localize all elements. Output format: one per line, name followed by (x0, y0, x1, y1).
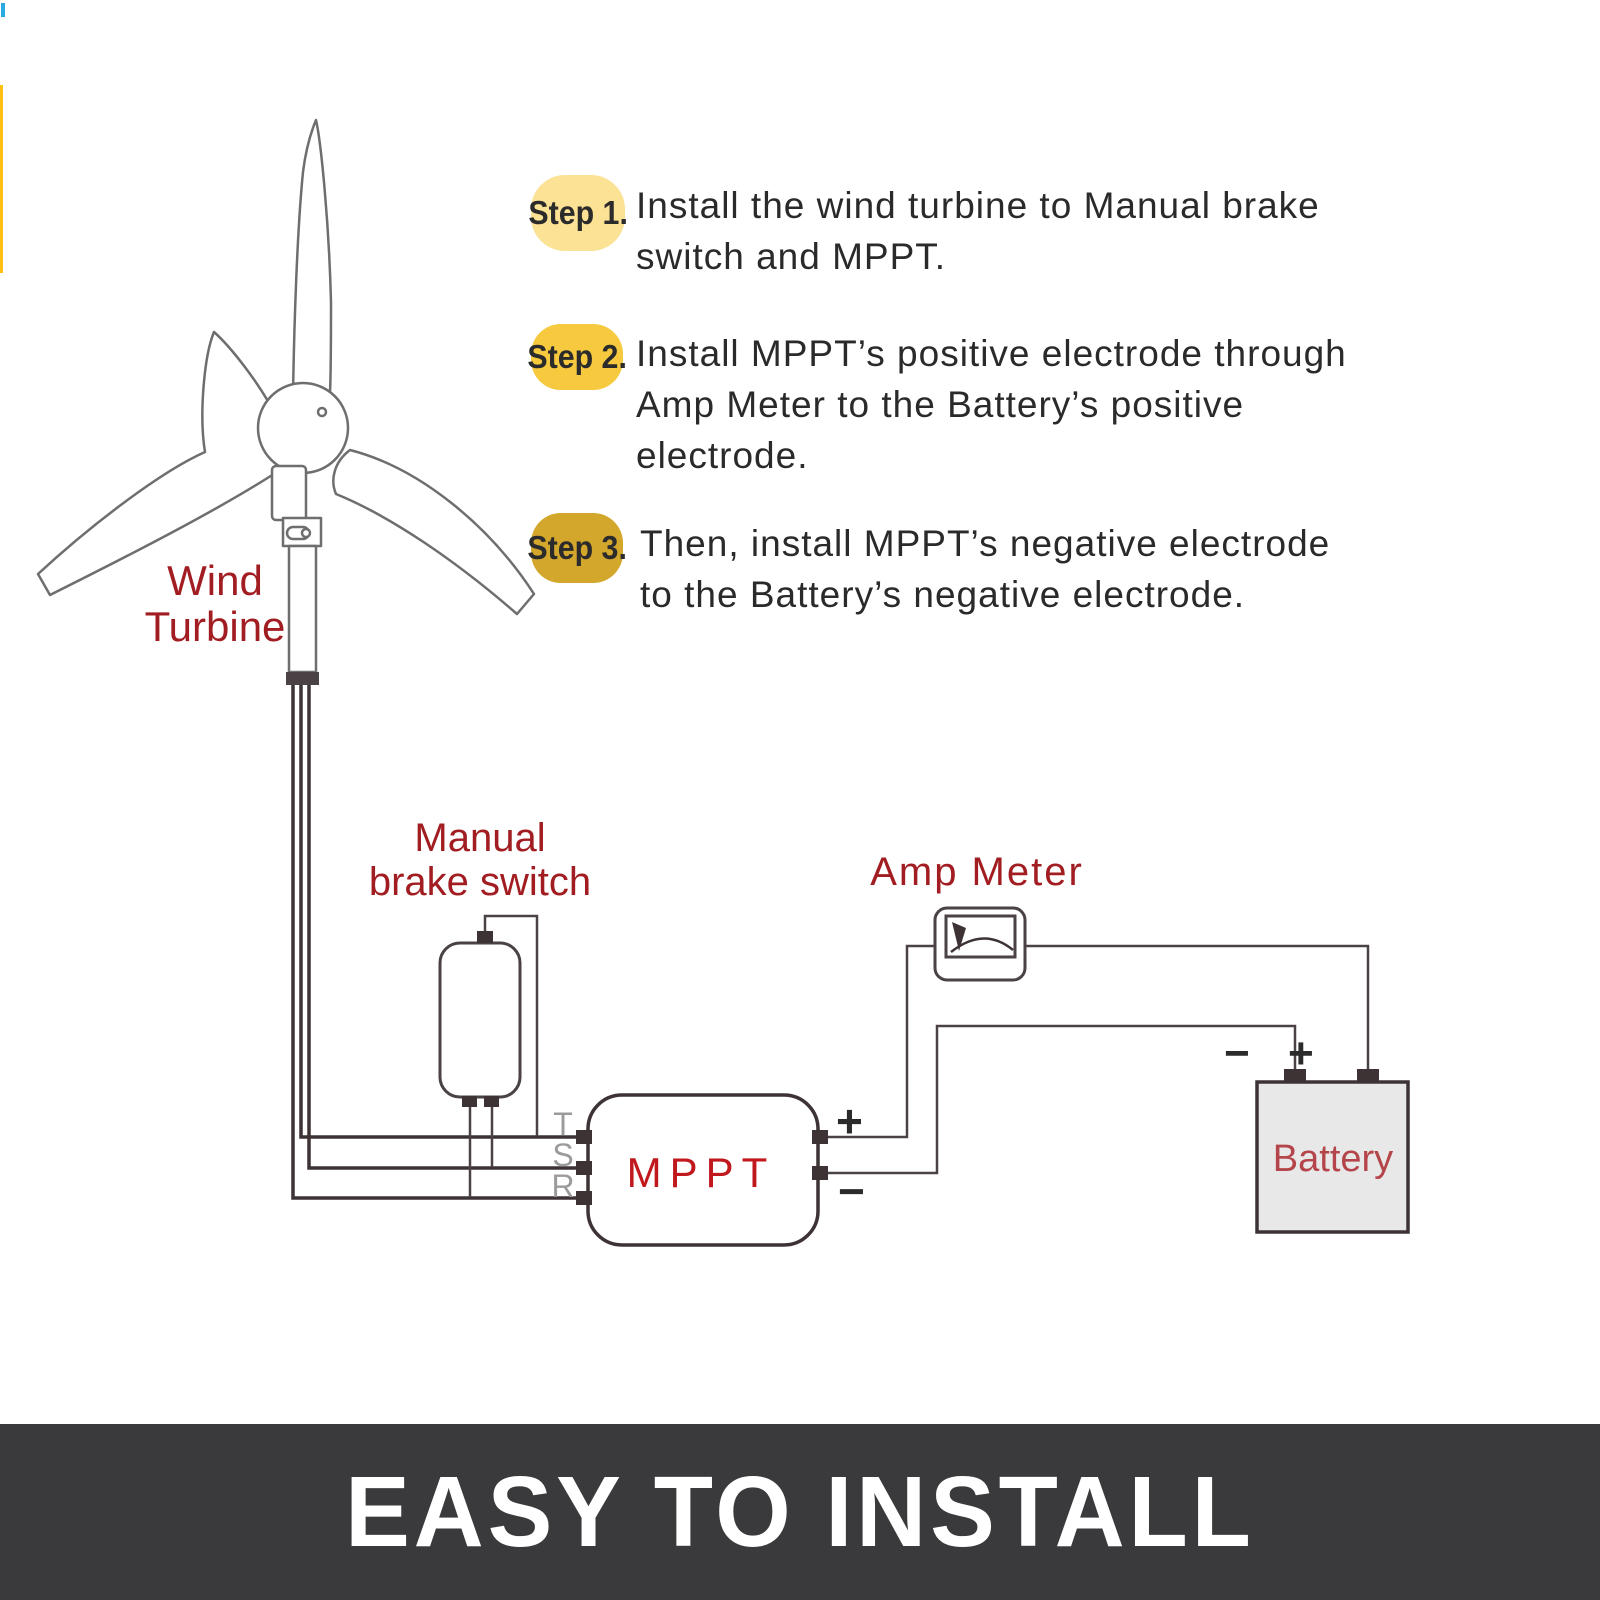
step-2-badge: Step 2. (527, 324, 627, 390)
turbine-blade-top-icon (291, 118, 333, 398)
amp-meter-scale-arc-icon (950, 937, 1014, 953)
turbine-hub-bolt-icon (316, 406, 328, 418)
battery-terminal-plus (1357, 1069, 1379, 1082)
brake-switch-terminal-top (477, 931, 493, 943)
wire-turbine-r (291, 685, 578, 1200)
banner: EASY TO INSTALL (0, 1424, 1600, 1600)
battery-box (1255, 1080, 1410, 1234)
step-2-badge-label: Step 2. (527, 338, 627, 375)
step-2-text: Install MPPT’s positive electrode throug… (636, 333, 1347, 476)
battery-label: Battery (1272, 1138, 1394, 1180)
brake-switch-terminal-bl (462, 1096, 477, 1107)
step-1-badge: Step 1. (528, 175, 628, 251)
turbine-cable-gland (286, 672, 319, 685)
step-3-text: Then, install MPPT’s negative electrode … (640, 523, 1331, 615)
mppt-terminal-label-s: S (552, 1137, 574, 1173)
brake-switch-label: Manual brake switch (368, 816, 592, 904)
mppt-label: MPPT (626, 1149, 776, 1196)
mppt-terminal-label-r: R (551, 1168, 575, 1204)
mppt-controller (576, 1093, 828, 1247)
mppt-terminal-minus (812, 1166, 828, 1180)
turbine-wires (291, 685, 578, 1200)
brake-switch-box (438, 941, 522, 1099)
wire-turbine-t (299, 685, 578, 1139)
amp-meter-label: Amp Meter (870, 850, 1084, 894)
battery (1255, 1069, 1410, 1234)
edge-mark-blue (1, 3, 5, 17)
turbine-blade-right-icon (332, 448, 536, 616)
mppt-plus-sign: + (836, 1095, 863, 1147)
turbine-hub-icon (256, 381, 350, 475)
battery-terminal-minus (1284, 1069, 1306, 1082)
step-3-badge-label: Step 3. (527, 529, 627, 566)
mppt-terminal-r (576, 1191, 592, 1205)
wind-turbine-illustration (36, 118, 536, 685)
wire-plus-mppt-to-meter (828, 944, 935, 1139)
manual-brake-switch (438, 914, 539, 1197)
mppt-terminal-s (576, 1161, 592, 1175)
positive-wire (828, 944, 1370, 1139)
wire-turbine-s (307, 685, 578, 1170)
battery-plus-sign: + (1288, 1029, 1314, 1078)
turbine-clamp-bolt-head-icon (300, 527, 312, 539)
mppt-minus-sign: − (838, 1165, 865, 1217)
step-1-text: Install the wind turbine to Manual brake… (636, 185, 1320, 277)
turbine-blade-left-icon (36, 330, 289, 597)
wire-plus-meter-to-battery (1024, 944, 1370, 1070)
wire-minus-mppt-to-battery (828, 1024, 1297, 1175)
step-3-badge: Step 3. (527, 513, 627, 583)
mppt-terminal-plus (812, 1130, 828, 1144)
brake-switch-terminal-br (484, 1096, 499, 1107)
wire-brake-top-loop (483, 914, 539, 1136)
battery-minus-sign: − (1224, 1029, 1250, 1078)
turbine-mast (287, 544, 318, 674)
mppt-terminal-t (576, 1130, 592, 1144)
wind-turbine-label: Wind Turbine (144, 557, 286, 650)
banner-title: EASY TO INSTALL (345, 1455, 1255, 1568)
amp-meter-needle-icon (952, 922, 966, 951)
mppt-terminal-label-t: T (553, 1106, 573, 1142)
amp-meter-gauge (933, 906, 1027, 982)
step-1-badge-label: Step 1. (528, 194, 628, 231)
turbine-nacelle (270, 464, 308, 522)
edge-mark-yellow (0, 85, 3, 273)
